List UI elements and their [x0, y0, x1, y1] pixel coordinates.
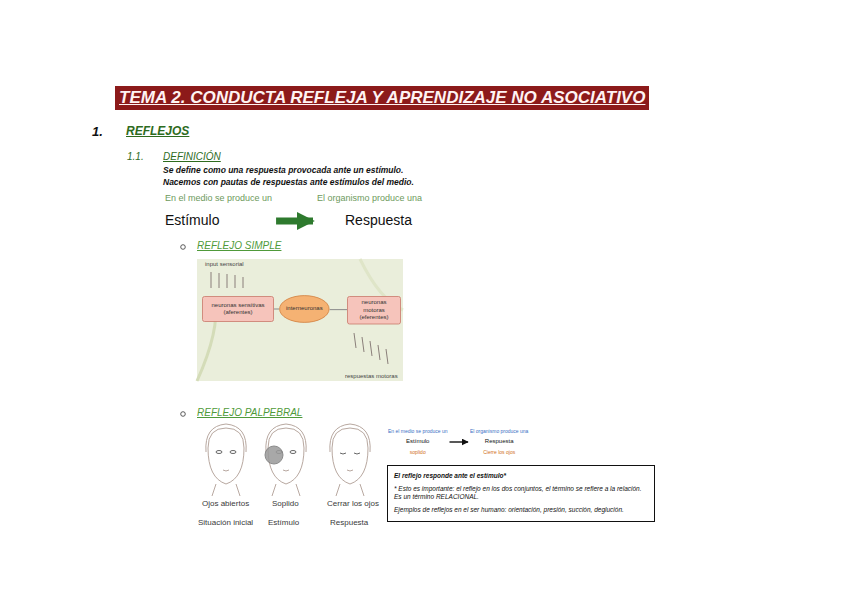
label-text: Soplido	[272, 499, 299, 508]
bullet	[181, 245, 186, 250]
label-text: Situación inicial	[198, 518, 253, 527]
label-text: DEFINICIÓN	[163, 151, 221, 162]
label-text: REFLEJOS	[126, 124, 189, 138]
connector	[274, 309, 279, 310]
node-heading: El organismo produce una	[317, 193, 422, 204]
faces-figure	[206, 424, 370, 496]
reflex-arc-figure	[197, 259, 403, 381]
label-text: Se define como una respuesta provocada a…	[163, 165, 403, 175]
node-text: Respuesta	[470, 438, 528, 446]
node-text: Cierre los ojos	[470, 449, 528, 455]
node-text: Respuesta	[317, 212, 422, 230]
label-text: Cerrar los ojos	[327, 499, 379, 508]
label-text: REFLEJO PALPEBRAL	[197, 407, 302, 418]
label-text: Ojos abiertos	[202, 499, 249, 508]
label-text: Respuesta	[330, 518, 368, 527]
node-text: neuronas motoras (eferentes)	[350, 299, 398, 322]
process-box: neuronas sensitivas (aferentes)	[202, 296, 274, 322]
label-text: Nacemos con pautas de respuestas ante es…	[163, 177, 414, 187]
label-text: REFLEJO SIMPLE	[197, 240, 281, 251]
text-node: En el medio se produce un Estímulo	[165, 193, 272, 230]
process-box: neuronas motoras (eferentes)	[347, 296, 401, 325]
node-text: Ejemplos de reflejos en el ser humano: o…	[394, 506, 648, 514]
label-text: Estímulo	[268, 518, 299, 527]
text-node: En el medio se produce un Estímulo soplido	[388, 428, 447, 455]
page-title: TEMA 2. CONDUCTA REFLEJA Y APRENDIZAJE N…	[115, 86, 649, 110]
node-text: interneuronas	[286, 305, 323, 313]
text-node: El organismo produce unaRespuesta	[317, 193, 422, 230]
node-heading: El organismo produce una	[470, 428, 528, 434]
connector	[276, 218, 313, 225]
connector	[330, 309, 347, 310]
text-node: El organismo produce unaRespuestaCierre …	[470, 428, 528, 455]
node-text: soplido	[388, 449, 447, 455]
node-heading: En el medio se produce un	[388, 428, 447, 434]
node-heading: En el medio se produce un	[165, 193, 272, 204]
label-text: 1.	[92, 124, 103, 139]
node-text: neuronas sensitivas (aferentes)	[205, 302, 271, 317]
node-heading: El reflejo responde ante el estímulo*	[394, 472, 648, 480]
label-text: input sensorial	[205, 261, 244, 267]
bullet	[181, 412, 186, 417]
node-text: Estímulo	[388, 438, 447, 446]
node-text: Estímulo	[165, 212, 272, 230]
label-text: respuestas motoras	[345, 373, 398, 379]
label-text: 1.1.	[127, 151, 144, 162]
note-box: El reflejo responde ante el estímulo* * E…	[387, 465, 655, 522]
node-text: * Esto es importante: el reflejo en los …	[394, 485, 648, 501]
connector	[449, 441, 468, 442]
ellipse-node: interneuronas	[279, 295, 330, 323]
